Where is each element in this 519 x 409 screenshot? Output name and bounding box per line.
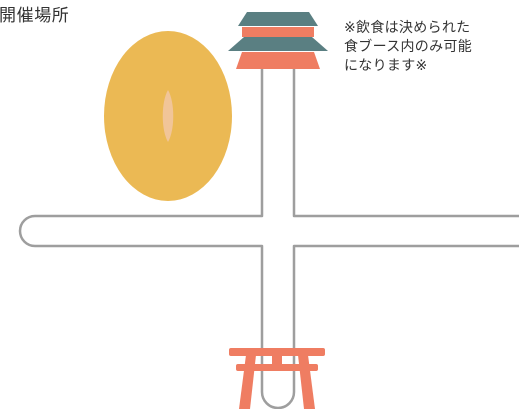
torii-gate-icon [229,348,325,409]
temple-pagoda-icon [228,12,328,69]
page-title: 開催場所 [0,6,70,26]
eating-notice-line: になります※ [344,58,428,74]
eating-notice-line: 食ブース内のみ可能 [344,39,472,55]
walkway-path [18,58,519,409]
pond-icon [104,31,232,201]
eating-notice: ※飲食は決められた 食ブース内のみ可能 になります※ [344,19,519,76]
eating-notice-line: ※飲食は決められた [344,20,471,36]
